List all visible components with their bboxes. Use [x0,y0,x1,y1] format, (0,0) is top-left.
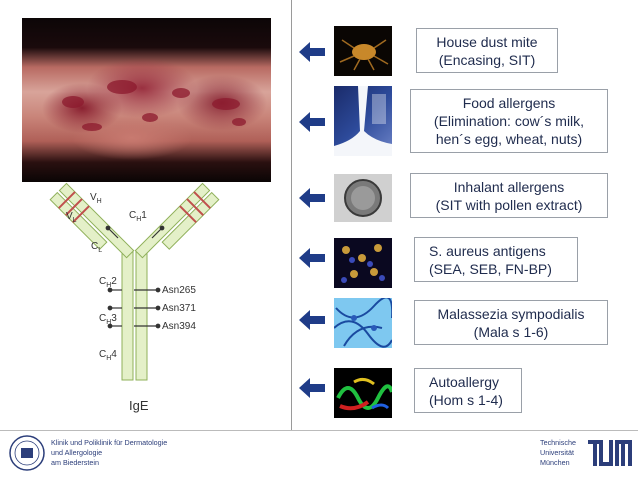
glycosylation-site: Asn265 [162,285,196,296]
glycosylation-site: Asn371 [162,303,196,314]
ige-label: IgE [129,398,149,413]
staph-aureus-image [334,238,392,288]
milk-image [334,86,392,156]
ch2-label: CH2 [99,276,117,289]
ige-antibody-diagram [49,182,220,381]
arrow-left-icon [299,42,325,62]
allergen-box-s-aureus: S. aureus antigens(SEA, SEB, FN-BP) [414,237,578,282]
allergen-box-autoallergy: Autoallergy(Hom s 1-4) [414,368,522,413]
arrow-left-icon [299,248,325,268]
malassezia-image [334,298,392,348]
allergen-box-malassezia: Malassezia sympodialis(Mala s 1-6) [414,300,608,345]
vh-label: VH [90,192,102,205]
ch3-label: CH3 [99,313,117,326]
arrow-left-icon [299,378,325,398]
arrow-left-icon [299,112,325,132]
dust-mite-image [334,26,392,76]
tum-logo [588,440,632,466]
divider-horizontal [0,430,638,431]
clinic-seal-logo [9,435,45,471]
allergen-box-house-dust-mite: House dust mite(Encasing, SIT) [416,28,558,73]
cl-label: CL [91,241,103,254]
allergen-box-inhalant: Inhalant allergens(SIT with pollen extra… [410,173,608,218]
ch1-label: CH1 [129,210,147,223]
pollen-image [334,174,392,222]
vl-label: VL [66,211,77,224]
arrow-left-icon [299,188,325,208]
arrow-left-icon [299,310,325,330]
allergen-box-food: Food allergens(Elimination: cow´s milk,h… [410,89,608,153]
glycosylation-site: Asn394 [162,321,196,332]
protein-structure-image [334,368,392,418]
divider-vertical [291,0,292,430]
eczema-arm-photo [22,18,271,182]
ch4-label: CH4 [99,349,117,362]
